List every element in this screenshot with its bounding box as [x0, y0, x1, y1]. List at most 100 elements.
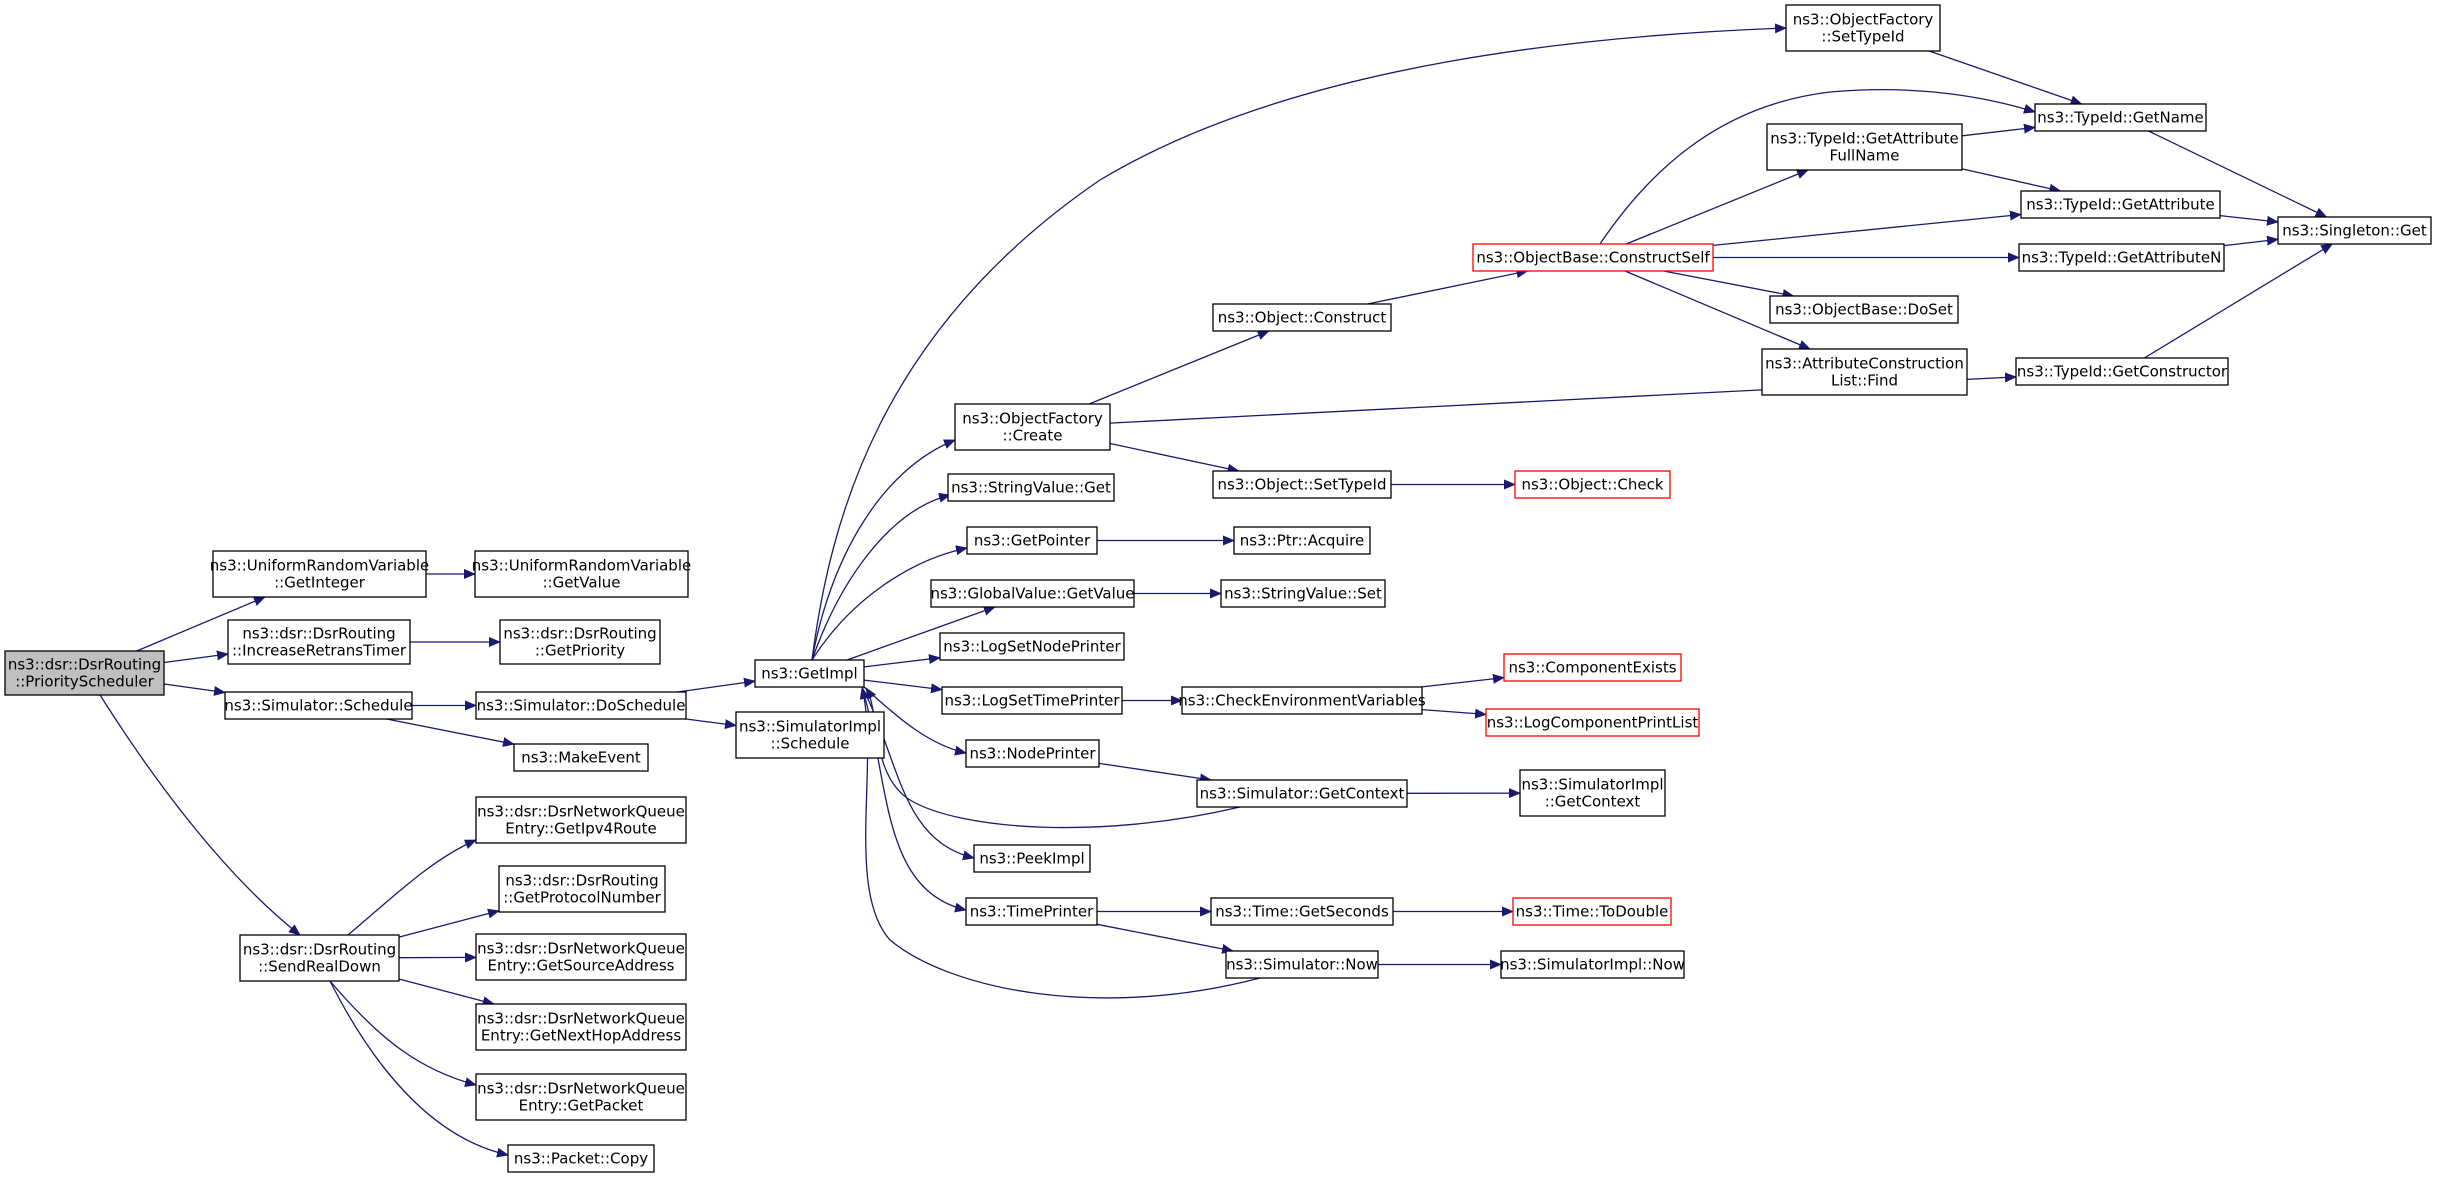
node-sim-doschedule[interactable]: ns3::Simulator::DoSchedule	[475, 691, 687, 720]
node-box[interactable]	[1233, 526, 1371, 555]
node-of-create[interactable]: ns3::ObjectFactory::Create	[954, 403, 1111, 451]
node-box[interactable]	[1210, 897, 1394, 926]
node-box[interactable]	[1212, 470, 1392, 499]
node-box[interactable]	[1512, 897, 1672, 926]
node-box[interactable]	[965, 739, 1100, 768]
node-sim-schedule[interactable]: ns3::Simulator::Schedule	[224, 691, 413, 720]
node-time-printer[interactable]: ns3::TimePrinter	[965, 897, 1098, 926]
node-get-impl[interactable]: ns3::GetImpl	[754, 659, 865, 688]
node-check-env[interactable]: ns3::CheckEnvironmentVariables	[1178, 686, 1426, 715]
node-singleton-get[interactable]: ns3::Singleton::Get	[2277, 216, 2432, 245]
node-object-check[interactable]: ns3::Object::Check	[1514, 470, 1671, 499]
node-simimpl-now[interactable]: ns3::SimulatorImpl::Now	[1500, 950, 1685, 979]
node-box[interactable]	[2277, 216, 2432, 245]
node-box[interactable]	[2015, 357, 2229, 386]
node-box[interactable]	[735, 711, 885, 759]
node-typeid-getname[interactable]: ns3::TypeId::GetName	[2034, 103, 2207, 132]
node-box[interactable]	[1181, 686, 1423, 715]
node-time-getseconds[interactable]: ns3::Time::GetSeconds	[1210, 897, 1394, 926]
node-stringvalue-set[interactable]: ns3::StringValue::Set	[1220, 579, 1386, 608]
node-log-node-printer[interactable]: ns3::LogSetNodePrinter	[939, 632, 1125, 661]
node-box[interactable]	[1212, 303, 1392, 332]
node-box[interactable]	[973, 844, 1091, 873]
node-box[interactable]	[2034, 103, 2207, 132]
node-of-settypeid[interactable]: ns3::ObjectFactory::SetTypeId	[1785, 4, 1941, 52]
node-typeid-getattribute[interactable]: ns3::TypeId::GetAttribute	[2020, 190, 2221, 219]
node-box[interactable]	[1766, 123, 1963, 171]
node-inc-retrans[interactable]: ns3::dsr::DsrRouting::IncreaseRetransTim…	[227, 619, 411, 665]
node-box[interactable]	[941, 686, 1123, 715]
node-log-time-printer[interactable]: ns3::LogSetTimePrinter	[941, 686, 1123, 715]
node-peek-impl[interactable]: ns3::PeekImpl	[973, 844, 1091, 873]
node-box[interactable]	[1220, 579, 1386, 608]
node-nq-ipv4[interactable]: ns3::dsr::DsrNetworkQueueEntry::GetIpv4R…	[475, 796, 687, 844]
node-box[interactable]	[513, 743, 649, 772]
node-box[interactable]	[475, 933, 687, 981]
node-globalvalue-getvalue[interactable]: ns3::GlobalValue::GetValue	[930, 579, 1135, 608]
node-box[interactable]	[1761, 348, 1968, 396]
node-box[interactable]	[499, 619, 661, 665]
node-box[interactable]	[212, 550, 427, 598]
node-simimpl-schedule[interactable]: ns3::SimulatorImpl::Schedule	[735, 711, 885, 759]
node-box[interactable]	[947, 473, 1115, 502]
node-box[interactable]	[227, 619, 411, 665]
node-box[interactable]	[474, 550, 689, 598]
node-typeid-getconstructor[interactable]: ns3::TypeId::GetConstructor	[2015, 357, 2229, 386]
node-box[interactable]	[1503, 653, 1682, 682]
node-get-pointer[interactable]: ns3::GetPointer	[966, 526, 1098, 555]
node-nq-nexthop[interactable]: ns3::dsr::DsrNetworkQueueEntry::GetNextH…	[475, 1003, 687, 1051]
node-box[interactable]	[224, 691, 413, 720]
node-box[interactable]	[939, 632, 1125, 661]
node-sim-getcontext[interactable]: ns3::Simulator::GetContext	[1196, 779, 1408, 808]
node-packet-copy[interactable]: ns3::Packet::Copy	[507, 1144, 655, 1173]
node-box[interactable]	[954, 403, 1111, 451]
node-simimpl-getcontext[interactable]: ns3::SimulatorImpl::GetContext	[1519, 769, 1666, 817]
node-box[interactable]	[475, 691, 687, 720]
node-make-event[interactable]: ns3::MakeEvent	[513, 743, 649, 772]
node-nq-packet[interactable]: ns3::dsr::DsrNetworkQueueEntry::GetPacke…	[475, 1073, 687, 1121]
node-box[interactable]	[1472, 243, 1714, 272]
node-box[interactable]	[1485, 708, 1700, 737]
node-typeid-getattributen[interactable]: ns3::TypeId::GetAttributeN	[2018, 243, 2225, 272]
node-box[interactable]	[507, 1144, 655, 1173]
node-box[interactable]	[475, 796, 687, 844]
node-box[interactable]	[498, 865, 666, 913]
node-get-priority[interactable]: ns3::dsr::DsrRouting::GetPriority	[499, 619, 661, 665]
node-box[interactable]	[475, 1003, 687, 1051]
node-box[interactable]	[966, 526, 1098, 555]
node-stringvalue-get[interactable]: ns3::StringValue::Get	[947, 473, 1115, 502]
node-object-settypeid[interactable]: ns3::Object::SetTypeId	[1212, 470, 1392, 499]
node-box[interactable]	[1196, 779, 1408, 808]
node-box[interactable]	[2018, 243, 2225, 272]
node-box[interactable]	[965, 897, 1098, 926]
node-box[interactable]	[1500, 950, 1685, 979]
node-time-todouble[interactable]: ns3::Time::ToDouble	[1512, 897, 1672, 926]
node-box[interactable]	[1769, 295, 1959, 324]
node-send-real-down[interactable]: ns3::dsr::DsrRouting::SendRealDown	[239, 934, 400, 982]
node-log-component-printlist[interactable]: ns3::LogComponentPrintList	[1485, 708, 1700, 737]
node-box[interactable]	[1519, 769, 1666, 817]
node-box[interactable]	[1225, 950, 1379, 979]
node-object-construct[interactable]: ns3::Object::Construct	[1212, 303, 1392, 332]
node-prio[interactable]: ns3::dsr::DsrRouting::PriorityScheduler	[4, 650, 165, 696]
node-objectbase-doset[interactable]: ns3::ObjectBase::DoSet	[1769, 295, 1959, 324]
node-urv-int[interactable]: ns3::UniformRandomVariable::GetInteger	[210, 550, 429, 598]
node-objectbase-constructself[interactable]: ns3::ObjectBase::ConstructSelf	[1472, 243, 1714, 272]
node-ptr-acquire[interactable]: ns3::Ptr::Acquire	[1233, 526, 1371, 555]
node-urv-val[interactable]: ns3::UniformRandomVariable::GetValue	[472, 550, 691, 598]
node-protocol-number[interactable]: ns3::dsr::DsrRouting::GetProtocolNumber	[498, 865, 666, 913]
node-box[interactable]	[754, 659, 865, 688]
node-nq-src[interactable]: ns3::dsr::DsrNetworkQueueEntry::GetSourc…	[475, 933, 687, 981]
node-box[interactable]	[1514, 470, 1671, 499]
node-box[interactable]	[4, 650, 165, 696]
node-box[interactable]	[1785, 4, 1941, 52]
node-box[interactable]	[475, 1073, 687, 1121]
node-sim-now[interactable]: ns3::Simulator::Now	[1225, 950, 1379, 979]
node-box[interactable]	[239, 934, 400, 982]
node-box[interactable]	[930, 579, 1135, 608]
node-component-exists[interactable]: ns3::ComponentExists	[1503, 653, 1682, 682]
node-box[interactable]	[2020, 190, 2221, 219]
node-node-printer[interactable]: ns3::NodePrinter	[965, 739, 1100, 768]
